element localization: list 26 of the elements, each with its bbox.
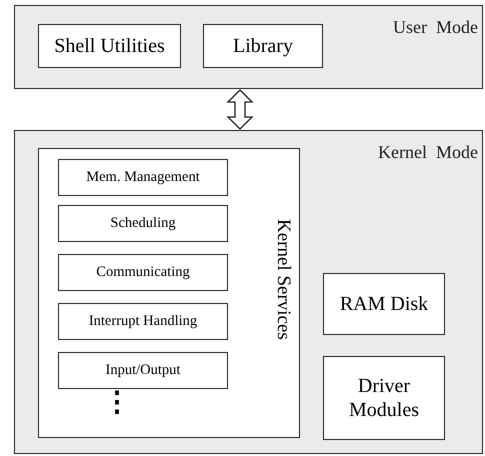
box-label: Library xyxy=(232,34,294,58)
service-box xyxy=(58,254,228,291)
component-box xyxy=(323,356,445,440)
service-box xyxy=(58,303,228,340)
service-box xyxy=(58,159,228,196)
mode-panel xyxy=(14,5,483,89)
box-label: Shell Utilities xyxy=(53,34,166,58)
component-box xyxy=(203,24,323,68)
box-label: Scheduling xyxy=(109,214,177,233)
vertical-label: Kernel Services xyxy=(274,219,293,340)
box-label: Mem. Management xyxy=(85,168,201,187)
mode-panel xyxy=(14,130,483,454)
mode-label: Kernel Mode xyxy=(378,143,478,161)
component-box xyxy=(323,273,445,335)
component-box xyxy=(38,24,181,68)
ellipsis: ⋮ xyxy=(103,389,131,417)
services-box xyxy=(38,148,300,438)
mode-label: User Mode xyxy=(393,18,478,36)
box-label: Driver Modules xyxy=(348,374,420,422)
box-label: Interrupt Handling xyxy=(88,312,198,331)
box-label: Communicating xyxy=(95,263,191,282)
service-box xyxy=(58,352,228,389)
service-box xyxy=(58,205,228,242)
box-label: RAM Disk xyxy=(338,292,430,316)
double-arrow xyxy=(226,89,254,130)
box-label: Input/Output xyxy=(104,361,182,380)
